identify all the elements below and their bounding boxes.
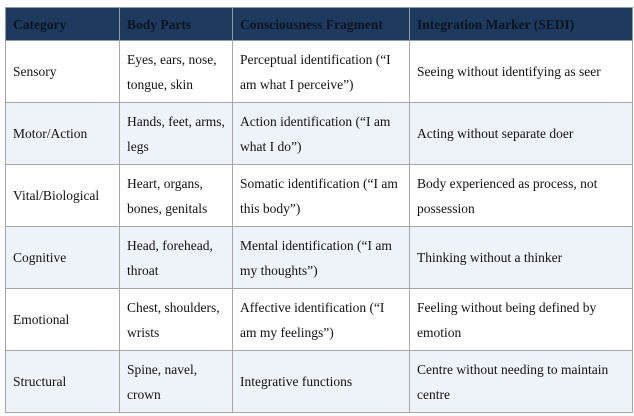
cell-body-parts: Eyes, ears, nose, tongue, skin	[119, 40, 233, 103]
cell-integration-marker: Seeing without identifying as seer	[409, 40, 633, 103]
cell-category: Sensory	[5, 40, 120, 103]
cell-integration-marker: Acting without separate doer	[409, 102, 633, 165]
cell-category: Emotional	[5, 288, 120, 351]
cell-consciousness-fragment: Integrative functions	[232, 350, 410, 413]
cell-category: Motor/Action	[5, 102, 120, 165]
cell-integration-marker: Thinking without a thinker	[409, 226, 633, 289]
cell-consciousness-fragment: Somatic identification (“I am this body”…	[232, 164, 410, 227]
cell-body-parts: Hands, feet, arms, legs	[119, 102, 233, 165]
cell-integration-marker: Feeling without being defined by emotion	[409, 288, 633, 351]
header-consciousness-fragment: Consciousness Fragment	[232, 7, 410, 41]
cell-body-parts: Spine, navel, crown	[119, 350, 233, 413]
cell-body-parts: Head, forehead, throat	[119, 226, 233, 289]
cell-consciousness-fragment: Affective identification (“I am my feeli…	[232, 288, 410, 351]
cell-consciousness-fragment: Action identification (“I am what I do”)	[232, 102, 410, 165]
header-body-parts: Body Parts	[119, 7, 233, 41]
cell-integration-marker: Body experienced as process, not possess…	[409, 164, 633, 227]
cell-category: Structural	[5, 350, 120, 413]
header-integration-marker: Integration Marker (SEDI)	[409, 7, 633, 41]
cell-body-parts: Heart, organs, bones, genitals	[119, 164, 233, 227]
category-table: Category Body Parts Consciousness Fragme…	[5, 7, 633, 413]
header-row: Category Body Parts Consciousness Fragme…	[5, 7, 633, 41]
cell-consciousness-fragment: Mental identification (“I am my thoughts…	[232, 226, 410, 289]
header-category: Category	[5, 7, 120, 41]
cell-body-parts: Chest, shoulders, wrists	[119, 288, 233, 351]
cell-consciousness-fragment: Perceptual identification (“I am what I …	[232, 40, 410, 103]
cell-category: Cognitive	[5, 226, 120, 289]
cell-integration-marker: Centre without needing to maintain centr…	[409, 350, 633, 413]
cell-category: Vital/Biological	[5, 164, 120, 227]
